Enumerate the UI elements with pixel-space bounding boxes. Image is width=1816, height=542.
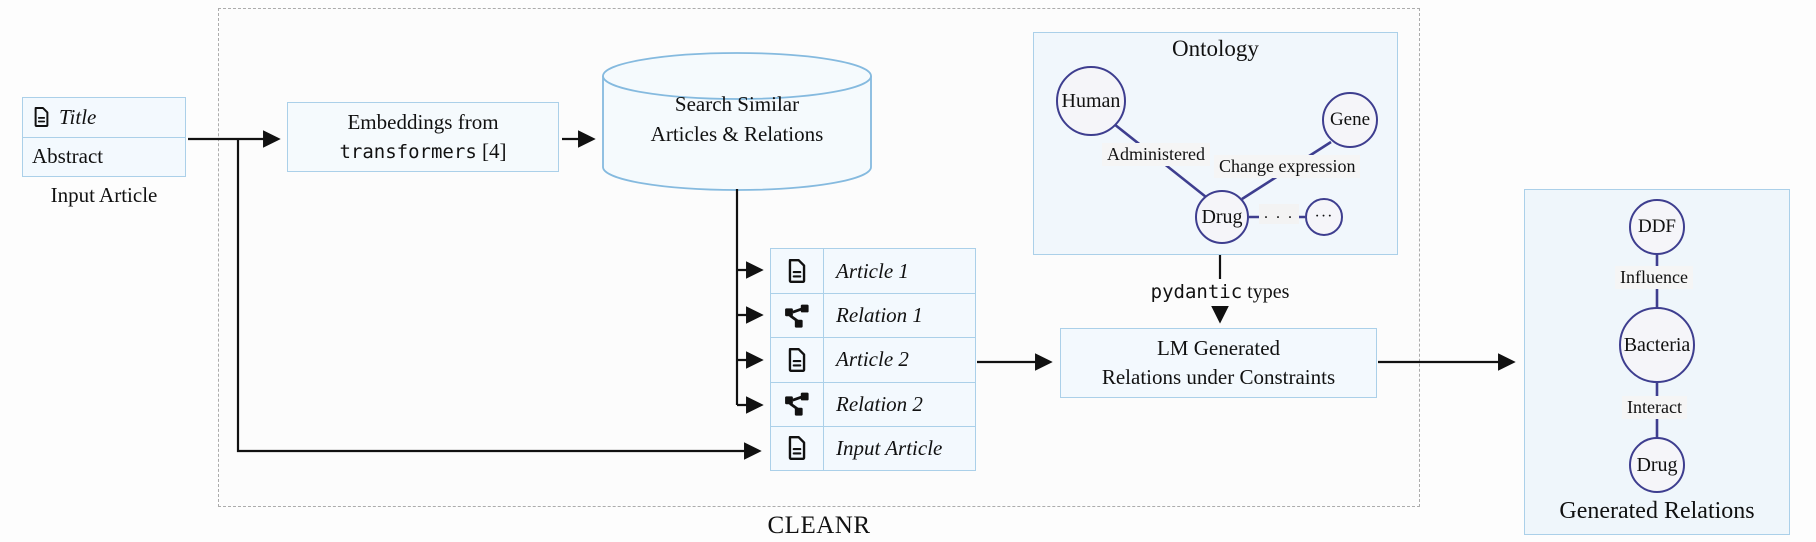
lm-line2: Relations under Constraints — [1101, 365, 1336, 389]
table-row: Relation 1 — [771, 293, 975, 338]
node-drug: Drug — [1195, 190, 1249, 244]
node-human: Human — [1056, 66, 1126, 136]
edge-label-change-expression: Change expression — [1214, 155, 1361, 178]
edge-label-administered: Administered — [1102, 143, 1210, 166]
embeddings-line2: transformers [4] — [339, 137, 506, 167]
input-article-box: Title Abstract — [22, 97, 186, 177]
pydantic-types-label: pydantic types — [1120, 281, 1320, 304]
transformers-code: transformers — [339, 140, 477, 163]
database-label-line2: Articles & Relations — [650, 122, 824, 146]
database-label-line1: Search Similar — [674, 92, 800, 116]
retrieved-item-label: Input Article — [836, 435, 943, 460]
generated-relations-title: Generated Relations — [1559, 498, 1755, 524]
citation-ref: [4] — [482, 138, 507, 163]
retrieved-item-label: Article 1 — [836, 258, 909, 283]
database-label: Search Similar Articles & Relations — [613, 89, 861, 149]
table-row: Article 1 — [771, 249, 975, 294]
edge-label-ellipsis: . . . — [1259, 204, 1299, 224]
edge-label-influence: Influence — [1615, 266, 1693, 289]
document-icon — [771, 338, 824, 382]
document-icon — [771, 426, 824, 470]
retrieved-item-label: Relation 2 — [836, 391, 923, 416]
retrieved-item-label: Article 2 — [836, 347, 909, 372]
pydantic-code: pydantic — [1150, 281, 1243, 303]
edge-label-interact: Interact — [1622, 396, 1687, 419]
retrieved-item-label: Relation 1 — [836, 303, 923, 328]
retrieved-items-table: Article 1 Relation 1 Article 2 Relation … — [770, 248, 976, 471]
lm-generated-box: LM Generated Relations under Constraints — [1060, 328, 1377, 398]
embeddings-line1: Embeddings from — [347, 109, 499, 134]
lm-line1: LM Generated — [1156, 336, 1281, 360]
abstract-row: Abstract — [23, 136, 185, 177]
input-title-label: Title — [59, 104, 97, 129]
document-icon — [771, 249, 824, 294]
node-ellipsis: ··· — [1305, 198, 1343, 236]
cleanr-label: CLEANR — [767, 512, 871, 539]
title-row: Title — [23, 98, 185, 137]
ontology-title: Ontology — [1172, 36, 1259, 61]
table-row: Relation 2 — [771, 381, 975, 426]
table-row: Article 2 — [771, 337, 975, 382]
input-article-caption: Input Article — [50, 183, 158, 207]
document-icon — [32, 106, 51, 128]
embeddings-box: Embeddings from transformers [4] — [287, 102, 559, 172]
graph-icon — [771, 294, 824, 338]
input-abstract-label: Abstract — [32, 144, 104, 169]
node-ddf: DDF — [1629, 199, 1685, 255]
node-gene: Gene — [1322, 92, 1378, 148]
pydantic-types-text: types — [1242, 281, 1290, 303]
graph-icon — [771, 382, 824, 426]
node-bacteria: Bacteria — [1619, 307, 1695, 383]
node-drug-generated: Drug — [1629, 437, 1685, 493]
table-row: Input Article — [771, 425, 975, 470]
